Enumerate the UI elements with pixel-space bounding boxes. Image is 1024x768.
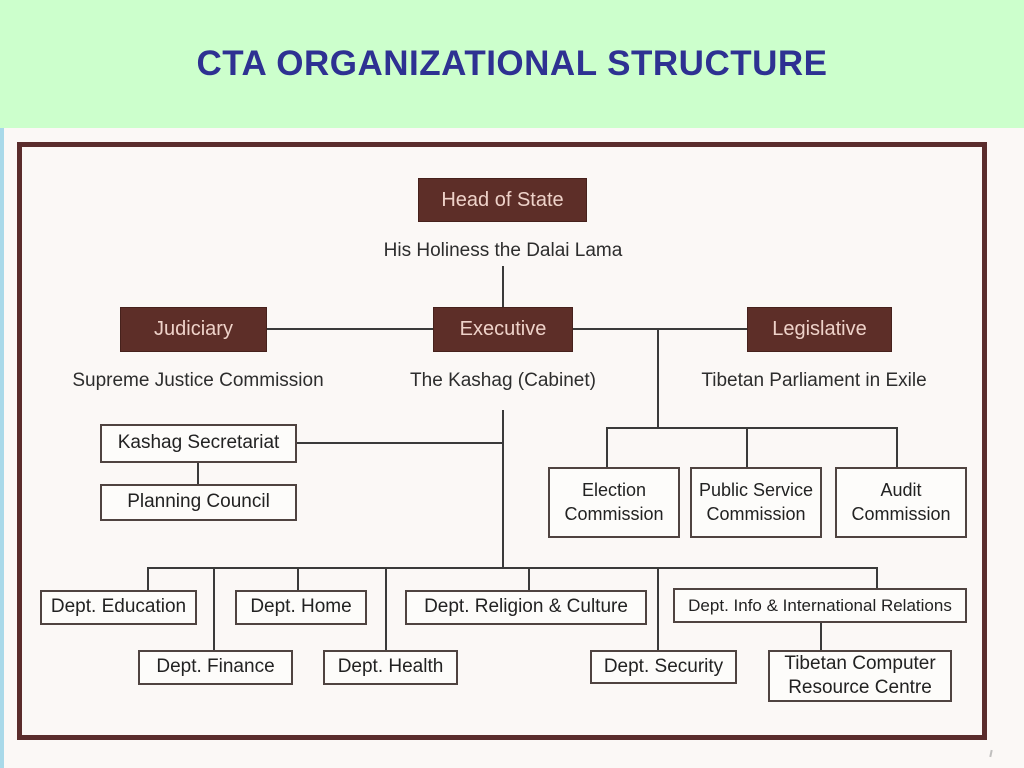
box-election-commission: Election Commission [548, 467, 680, 538]
connector-departments-bus [147, 567, 878, 569]
connector-legislative-down [657, 330, 659, 427]
label-tibetan-parliament: Tibetan Parliament in Exile [701, 370, 927, 391]
connector-commissions-bus [606, 427, 898, 429]
connector-head-executive [502, 266, 504, 307]
slide-header: CTA ORGANIZATIONAL STRUCTURE [0, 0, 1024, 128]
box-dept-health: Dept. Health [323, 650, 458, 685]
connector-kashag-secretariat [297, 442, 502, 444]
chart-frame [17, 142, 987, 740]
box-dept-security: Dept. Security [590, 650, 737, 684]
box-dept-education: Dept. Education [40, 590, 197, 625]
connector-executive-main [502, 410, 504, 567]
connector-drop-audit [896, 429, 898, 467]
box-kashag-secretariat: Kashag Secretariat [100, 424, 297, 463]
box-tibetan-computer-resource-centre: Tibetan Computer Resource Centre [768, 650, 952, 702]
node-executive: Executive [433, 307, 573, 352]
connector-drop-education [147, 569, 149, 590]
node-judiciary: Judiciary [120, 307, 267, 352]
connector-drop-public-service [746, 429, 748, 467]
connector-drop-health [385, 569, 387, 650]
label-kashag-cabinet: The Kashag (Cabinet) [410, 370, 596, 391]
page-title: CTA ORGANIZATIONAL STRUCTURE [196, 44, 828, 83]
node-legislative: Legislative [747, 307, 892, 352]
connector-drop-finance [213, 569, 215, 650]
box-audit-commission: Audit Commission [835, 467, 967, 538]
box-dept-religion-culture: Dept. Religion & Culture [405, 590, 647, 625]
label-supreme-justice-commission: Supreme Justice Commission [72, 370, 324, 391]
connector-drop-religion [528, 569, 530, 590]
connector-drop-election [606, 429, 608, 467]
connector-planning-council [197, 463, 199, 484]
box-dept-home: Dept. Home [235, 590, 367, 625]
scan-artifact-mark [989, 749, 993, 758]
box-planning-council: Planning Council [100, 484, 297, 521]
connector-drop-info [876, 569, 878, 588]
node-head-of-state: Head of State [418, 178, 587, 222]
connector-drop-home [297, 569, 299, 590]
connector-info-tcrc [820, 623, 822, 650]
connector-executive-legislative [573, 328, 747, 330]
left-edge-strip [0, 128, 4, 768]
connector-drop-security [657, 569, 659, 650]
box-public-service-commission: Public Service Commission [690, 467, 822, 538]
connector-judiciary-executive [267, 328, 433, 330]
label-dalai-lama: His Holiness the Dalai Lama [383, 240, 623, 261]
box-dept-info-international-relations: Dept. Info & International Relations [673, 588, 967, 623]
box-dept-finance: Dept. Finance [138, 650, 293, 685]
